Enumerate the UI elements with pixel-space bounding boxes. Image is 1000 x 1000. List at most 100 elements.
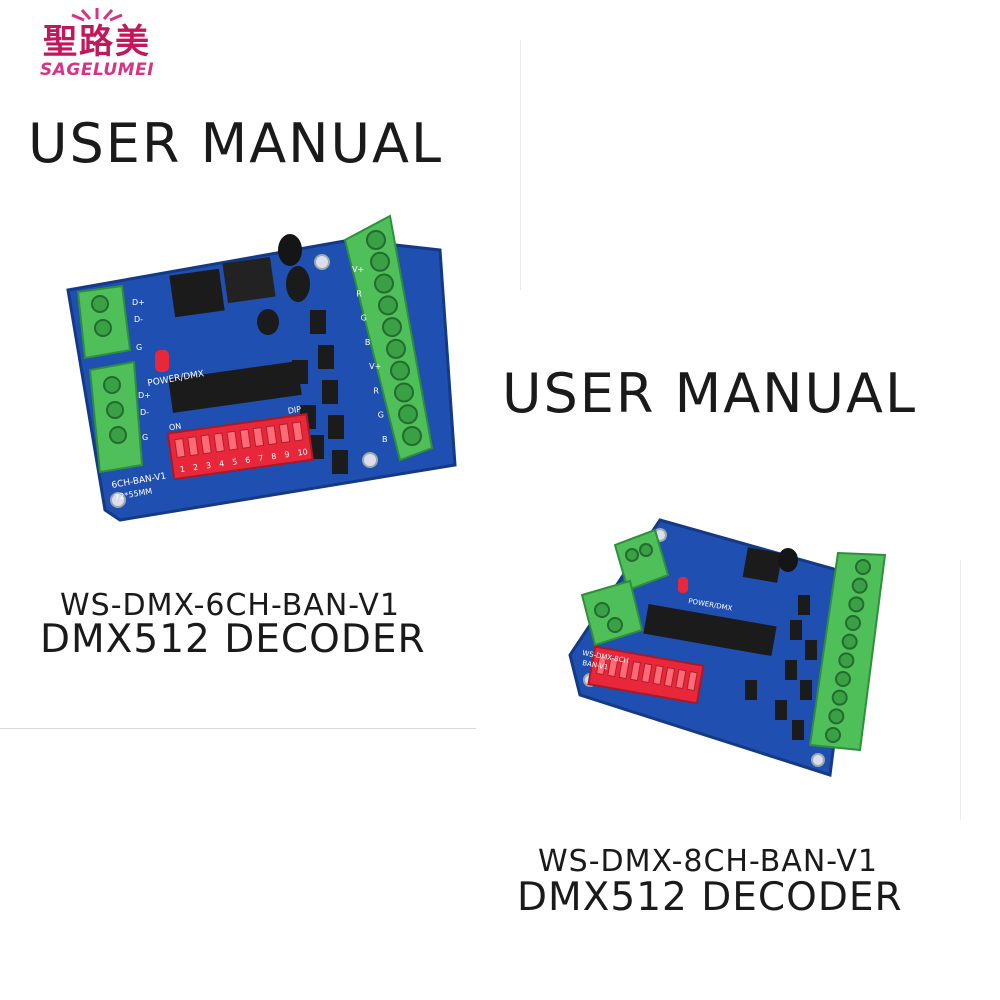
pin-label: R <box>356 289 362 298</box>
terminal-screw-icon <box>851 577 868 594</box>
left-mount-hole <box>362 452 378 468</box>
left-product-name: DMX512 DECODER <box>40 617 426 662</box>
dip-key <box>213 432 225 453</box>
terminal-screw-icon <box>366 230 386 250</box>
left-terminal-block-top <box>76 284 132 360</box>
pin-label: V+ <box>369 362 381 371</box>
left-terminal-block-right <box>343 214 434 462</box>
terminal-screw-icon <box>845 615 861 631</box>
dip-number: 8 <box>271 452 277 462</box>
terminal-screw-icon <box>841 633 858 650</box>
dip-number: 10 <box>297 447 308 457</box>
terminal-screw-icon <box>828 708 845 725</box>
dip-key <box>641 663 653 684</box>
panel-edge <box>520 40 521 290</box>
mosfet <box>328 415 344 439</box>
terminal-screw-icon <box>390 360 410 381</box>
right-main-ic <box>643 603 777 657</box>
right-terminal-block-right <box>808 551 887 752</box>
right-model-number: WS-DMX-8CH-BAN-V1 <box>538 844 878 879</box>
mosfet <box>805 640 817 660</box>
mosfet <box>798 595 810 615</box>
dip-key <box>663 667 676 688</box>
terminal-screw-icon <box>825 727 841 743</box>
right-capacitor <box>778 548 798 572</box>
pin-label: V+ <box>352 265 364 274</box>
mosfet <box>322 380 338 404</box>
dip-key <box>265 425 278 446</box>
dip-key <box>607 657 619 678</box>
terminal-screw-icon <box>848 596 865 613</box>
pin-label: G <box>142 433 148 442</box>
dip-key <box>226 430 238 451</box>
brand-logo: 聖路美 SAGELUMEI <box>22 6 172 86</box>
dip-number: 6 <box>245 455 251 465</box>
mosfet <box>792 720 804 740</box>
left-ic-chip <box>222 256 276 304</box>
pin-label: D- <box>140 408 149 417</box>
dip-key <box>200 434 212 455</box>
mosfet <box>332 450 348 474</box>
pin-label: B <box>365 338 371 347</box>
pin-label: R <box>373 386 379 395</box>
terminal-screw-icon <box>831 689 848 706</box>
left-mount-hole <box>110 492 126 508</box>
left-dip-label: DIP <box>287 405 302 416</box>
dip-key <box>675 669 687 690</box>
right-manual-heading: USER MANUAL <box>502 362 918 425</box>
dip-key <box>239 428 252 449</box>
pin-label: B <box>382 435 388 444</box>
left-model-number: WS-DMX-6CH-BAN-V1 <box>60 588 400 623</box>
dip-key <box>291 421 304 442</box>
dip-number: 2 <box>192 463 198 473</box>
left-mount-hole <box>314 254 330 270</box>
dip-key <box>652 665 664 686</box>
panel-edge <box>960 560 961 820</box>
terminal-screw-icon <box>394 382 414 403</box>
dip-number: 7 <box>258 454 264 464</box>
panel-divider <box>0 728 476 729</box>
dip-number: 9 <box>284 450 290 460</box>
mosfet <box>785 660 797 680</box>
terminal-screw-icon <box>838 652 855 669</box>
terminal-screw-icon <box>382 317 402 338</box>
left-capacitor <box>257 309 279 335</box>
dip-key <box>595 655 608 676</box>
pin-label: G <box>136 343 142 352</box>
left-capacitor <box>286 266 310 302</box>
logo-rays-icon <box>71 8 123 22</box>
mosfet <box>318 345 334 369</box>
left-led <box>155 350 169 372</box>
right-product-name: DMX512 DECODER <box>517 875 903 920</box>
terminal-screw-icon <box>374 273 394 294</box>
terminal-screw-icon <box>370 251 390 272</box>
left-dip-on-label: ON <box>168 422 181 433</box>
right-ic-chip <box>742 547 783 583</box>
terminal-screw-icon <box>386 338 406 359</box>
terminal-screw-icon <box>398 404 418 425</box>
dip-number: 1 <box>179 465 185 475</box>
mosfet <box>800 680 812 700</box>
terminal-screw-icon <box>855 559 871 575</box>
mosfet <box>790 620 802 640</box>
dip-key <box>686 671 698 692</box>
dip-key <box>252 426 265 448</box>
logo-chinese-name: 聖路美 <box>43 22 151 62</box>
right-terminal-block-top <box>613 528 670 592</box>
left-ic-chip <box>169 268 225 318</box>
mosfet <box>745 680 757 700</box>
logo-english-name: SAGELUMEI <box>39 60 155 80</box>
pin-label: D+ <box>138 391 151 400</box>
left-manual-heading: USER MANUAL <box>28 112 444 175</box>
left-capacitor <box>278 234 302 266</box>
dip-key <box>187 436 199 457</box>
right-pcb-board-image: POWER/DMX WS-DMX-8CH BAN-V1 <box>568 518 887 777</box>
right-dip-switch <box>587 645 705 705</box>
terminal-screw-icon <box>835 671 851 687</box>
right-terminal-block-left <box>580 579 644 647</box>
terminal-screw-icon <box>378 295 398 316</box>
dip-key <box>278 423 291 444</box>
pin-label: D- <box>134 315 143 324</box>
